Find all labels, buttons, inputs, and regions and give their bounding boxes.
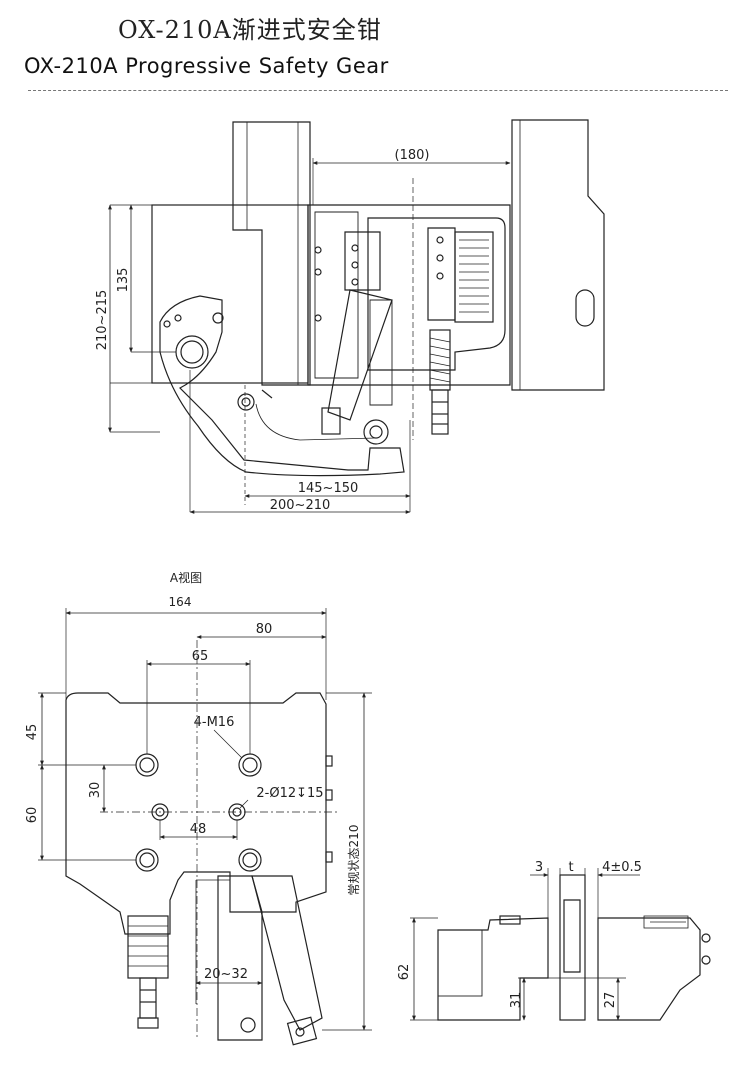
left-rail	[232, 121, 311, 386]
a-view-drawing	[38, 608, 372, 1046]
dim-t-label: t	[568, 860, 573, 875]
dim-60-label: 60	[25, 807, 40, 824]
m16-hole-3	[135, 848, 159, 872]
m16-hole-2	[238, 753, 262, 777]
dim-180-label: (180)	[395, 148, 430, 163]
dim-210-215-label: 210~215	[95, 290, 110, 351]
dim-31-label: 31	[509, 992, 524, 1009]
dim-45-label: 45	[25, 724, 40, 741]
a-view-body	[65, 692, 327, 935]
page-title-en: OX-210A Progressive Safety Gear	[24, 54, 389, 78]
nut-stack	[431, 389, 449, 435]
side-body-left	[437, 917, 549, 1021]
wedge-right	[427, 227, 456, 321]
hole-spec-label: 2-Ø12↧15	[256, 786, 323, 801]
threaded-rod	[429, 329, 451, 391]
dim-135-label: 135	[116, 268, 131, 293]
dim-80-label: 80	[256, 622, 273, 637]
side-body-right	[597, 917, 701, 1021]
a-view-arm-right	[251, 875, 323, 1031]
housing	[367, 217, 506, 371]
spring-block	[454, 231, 494, 323]
m16-hole-1	[135, 753, 159, 777]
link-block	[321, 407, 341, 435]
m16-label: 4-M16	[194, 715, 235, 730]
dim-164-label: 164	[169, 595, 192, 609]
dim-30-label: 30	[88, 782, 103, 799]
a-view-spring	[127, 915, 169, 979]
side-view-drawing	[410, 868, 711, 1021]
linkage-pivot	[363, 419, 389, 445]
right-rail	[511, 119, 605, 391]
gear-body	[307, 204, 511, 386]
dim-27-label: 27	[603, 992, 618, 1009]
upper-link	[344, 231, 381, 291]
top-view-drawing	[108, 119, 605, 514]
dim-20-32-label: 20~32	[204, 967, 248, 982]
page-title-cn: OX-210A渐进式安全钳	[118, 16, 382, 44]
side-wedge	[563, 899, 581, 973]
pin	[237, 393, 255, 411]
dim-62-label: 62	[397, 964, 412, 981]
title-divider	[28, 90, 728, 91]
a-view-label: A视图	[170, 570, 202, 585]
mount-plate	[151, 204, 309, 384]
dim-4-label: 4±0.5	[602, 860, 642, 875]
dim-normal-label: 常规状态210	[346, 825, 361, 896]
dim-48-label: 48	[190, 822, 207, 837]
a-view-arm-left	[217, 875, 263, 1041]
dim-145-150-label: 145~150	[298, 481, 359, 496]
lift-arm	[327, 289, 393, 421]
dim-200-210-label: 200~210	[270, 498, 331, 513]
m16-hole-4	[238, 848, 262, 872]
rail-slot	[575, 289, 595, 327]
side-rail	[559, 874, 586, 1021]
dim-65-label: 65	[192, 649, 209, 664]
dim-3-label: 3	[535, 860, 543, 875]
